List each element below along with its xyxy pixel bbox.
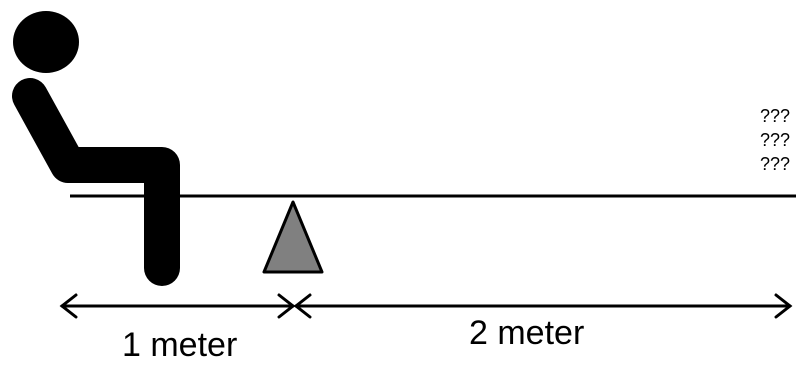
triangle-fulcrum-icon bbox=[262, 200, 324, 274]
unknown-mark: ??? bbox=[760, 130, 791, 150]
distance-label-right: 2 meter bbox=[469, 314, 585, 352]
unknown-mark: ??? bbox=[760, 154, 791, 174]
distance-arrow-left bbox=[59, 293, 296, 319]
unknown-weight-marks: ??? ??? ??? bbox=[760, 104, 796, 176]
distance-arrow-right bbox=[293, 293, 793, 319]
unknown-mark: ??? bbox=[760, 106, 791, 126]
seated-person-icon bbox=[12, 11, 180, 286]
distance-label-left: 1 meter bbox=[122, 326, 238, 364]
